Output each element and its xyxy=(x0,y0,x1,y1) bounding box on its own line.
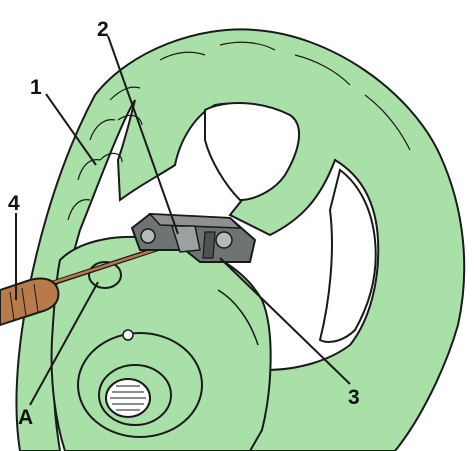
leader-a xyxy=(29,281,99,406)
wheel-hub xyxy=(50,235,272,451)
airbag-clip xyxy=(130,212,257,263)
spoke-window-upper xyxy=(204,102,301,202)
clip-hole xyxy=(215,231,233,249)
callout-1: 1 xyxy=(30,76,42,99)
spline-teeth xyxy=(110,385,146,411)
callout-4: 4 xyxy=(8,192,20,215)
leader-3 xyxy=(219,257,351,385)
leader-lines xyxy=(15,35,351,406)
callout-a: A xyxy=(18,406,33,429)
steering-wheel xyxy=(15,28,466,451)
handle-grip-3 xyxy=(33,283,39,313)
spoke-window-right xyxy=(318,168,377,343)
handle-grip-2 xyxy=(21,287,27,317)
rim-texture xyxy=(67,41,411,221)
clip-pivot-pin xyxy=(140,228,156,244)
callout-2: 2 xyxy=(97,18,109,41)
leader-1 xyxy=(45,93,97,166)
callout-3: 3 xyxy=(348,386,360,409)
handle-grip-1 xyxy=(9,291,15,321)
screwdriver-handle xyxy=(0,277,60,327)
hub-bolt-hole xyxy=(122,329,134,341)
clip-latch-arm xyxy=(202,231,216,259)
leader-2 xyxy=(107,35,179,235)
hub-edge xyxy=(217,289,259,346)
clip-spring-tab xyxy=(170,225,201,253)
